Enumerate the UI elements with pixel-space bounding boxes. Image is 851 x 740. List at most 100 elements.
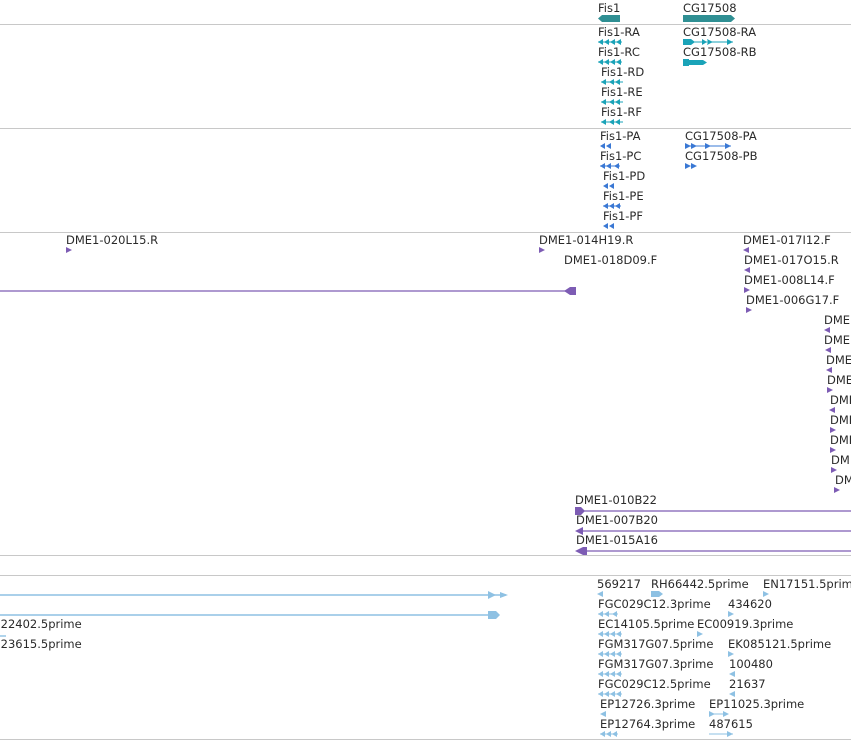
clone-end-marker[interactable]: [66, 247, 72, 253]
est-glyph[interactable]: [729, 691, 737, 697]
clone-label[interactable]: DME1-014H19.R: [539, 233, 634, 247]
clone-end-marker[interactable]: [746, 307, 752, 313]
est-glyph[interactable]: [598, 631, 624, 637]
transcript-glyph[interactable]: [601, 79, 625, 85]
transcript-glyph[interactable]: [683, 39, 737, 45]
protein-glyph[interactable]: [603, 183, 617, 189]
est-label[interactable]: 21637: [729, 677, 766, 691]
clone-end-marker[interactable]: [834, 487, 840, 493]
est-glyph[interactable]: [651, 591, 665, 597]
est-glyph[interactable]: [600, 731, 622, 737]
clone-label[interactable]: DMI: [830, 433, 851, 447]
est-label[interactable]: EP11025.3prime: [709, 697, 805, 711]
protein-glyph[interactable]: [600, 143, 616, 149]
est-label[interactable]: 434620: [728, 597, 772, 611]
transcript-glyph[interactable]: [683, 59, 709, 66]
clone-label[interactable]: DME1-008L14.F: [744, 273, 835, 287]
transcript-label[interactable]: Fis1-RC: [598, 45, 640, 59]
est-label[interactable]: 487615: [709, 717, 753, 731]
clone-label[interactable]: DME1-007B20: [576, 513, 658, 527]
clone-span-bar[interactable]: [575, 527, 851, 535]
transcript-label[interactable]: Fis1-RD: [601, 65, 645, 79]
clone-label[interactable]: DME1-006G17.F: [746, 293, 840, 307]
clone-end-marker[interactable]: [824, 327, 830, 333]
clone-label[interactable]: DMI: [830, 393, 851, 407]
clone-end-marker[interactable]: [539, 247, 545, 253]
est-glyph[interactable]: [763, 591, 771, 597]
clone-span-bar[interactable]: [575, 507, 851, 515]
est-glyph[interactable]: [709, 711, 731, 717]
protein-label[interactable]: Fis1-PA: [600, 129, 641, 143]
clone-label[interactable]: DME: [827, 373, 851, 387]
est-label[interactable]: EN17151.5prim: [763, 577, 851, 591]
clone-end-marker[interactable]: [744, 267, 750, 273]
transcript-label[interactable]: CG17508-RB: [683, 45, 757, 59]
transcript-glyph[interactable]: [601, 119, 625, 125]
est-glyph[interactable]: [729, 671, 737, 677]
est-label[interactable]: EP12764.3prime: [600, 717, 696, 731]
clone-label[interactable]: DM: [831, 453, 850, 467]
est-label[interactable]: RH66442.5prime: [651, 577, 749, 591]
transcript-label[interactable]: Fis1-RE: [601, 85, 643, 99]
clone-end-marker[interactable]: [829, 407, 835, 413]
protein-glyph[interactable]: [603, 223, 619, 229]
clone-end-marker[interactable]: [831, 467, 837, 473]
gene-label[interactable]: Fis1: [598, 1, 621, 15]
est-glyph[interactable]: [597, 591, 605, 597]
est-label[interactable]: EK085121.5prime: [728, 637, 832, 651]
transcript-label[interactable]: Fis1-RA: [598, 25, 640, 39]
est-glyph[interactable]: [598, 651, 624, 657]
clone-label[interactable]: DME1-020L15.R: [66, 233, 159, 247]
protein-glyph[interactable]: [603, 203, 625, 209]
protein-glyph[interactable]: [600, 163, 624, 169]
est-label[interactable]: H23615.5prime: [0, 637, 82, 651]
protein-glyph[interactable]: [685, 163, 701, 169]
protein-label[interactable]: Fis1-PF: [603, 209, 643, 223]
clone-end-marker[interactable]: [744, 287, 750, 293]
protein-label[interactable]: CG17508-PB: [685, 149, 758, 163]
est-label[interactable]: 569217: [597, 577, 641, 591]
gene-label[interactable]: CG17508: [683, 1, 737, 15]
est-label[interactable]: FGM317G07.5prime: [598, 637, 714, 651]
est-label[interactable]: EC00919.3prime: [697, 617, 794, 631]
transcript-label[interactable]: CG17508-RA: [683, 25, 757, 39]
clone-label[interactable]: DME1-017I12.F: [743, 233, 831, 247]
protein-glyph[interactable]: [685, 143, 735, 149]
est-label[interactable]: 100480: [729, 657, 773, 671]
est-glyph[interactable]: [598, 691, 624, 697]
transcript-glyph[interactable]: [598, 59, 624, 65]
clone-span-bar[interactable]: [575, 547, 851, 555]
protein-label[interactable]: Fis1-PC: [600, 149, 642, 163]
est-label[interactable]: FGM317G07.3prime: [598, 657, 714, 671]
clone-end-marker[interactable]: [830, 427, 836, 433]
clone-end-marker[interactable]: [830, 447, 836, 453]
clone-span-bar[interactable]: [0, 287, 578, 295]
est-glyph[interactable]: [697, 631, 705, 637]
est-label[interactable]: H22402.5prime: [0, 617, 82, 631]
clone-end-marker[interactable]: [826, 367, 832, 373]
est-glyph[interactable]: [598, 671, 624, 677]
clone-label[interactable]: DME: [824, 333, 851, 347]
protein-label[interactable]: Fis1-PE: [603, 189, 644, 203]
clone-label[interactable]: DME1-015A16: [576, 533, 658, 547]
transcript-glyph[interactable]: [598, 39, 624, 45]
clone-label[interactable]: DME1-018D09.F: [564, 253, 658, 267]
est-glyph[interactable]: [600, 711, 610, 717]
clone-end-marker[interactable]: [827, 387, 833, 393]
est-glyph[interactable]: [598, 611, 620, 617]
est-span-bar[interactable]: [0, 611, 502, 619]
clone-label[interactable]: DME: [824, 313, 851, 327]
est-glyph[interactable]: [709, 731, 737, 737]
protein-label[interactable]: CG17508-PA: [685, 129, 757, 143]
gene-glyph-cg17508[interactable]: [683, 15, 737, 22]
est-label[interactable]: FGC029C12.3prime: [598, 597, 711, 611]
clone-end-marker[interactable]: [825, 347, 831, 353]
transcript-glyph[interactable]: [601, 99, 625, 105]
clone-end-marker[interactable]: [743, 247, 749, 253]
clone-label[interactable]: DMI: [830, 413, 851, 427]
est-span-bar[interactable]: [0, 631, 8, 641]
gene-glyph-fis1[interactable]: [598, 15, 622, 22]
protein-label[interactable]: Fis1-PD: [603, 169, 646, 183]
est-span-bar[interactable]: [0, 591, 512, 599]
est-glyph[interactable]: [728, 611, 736, 617]
